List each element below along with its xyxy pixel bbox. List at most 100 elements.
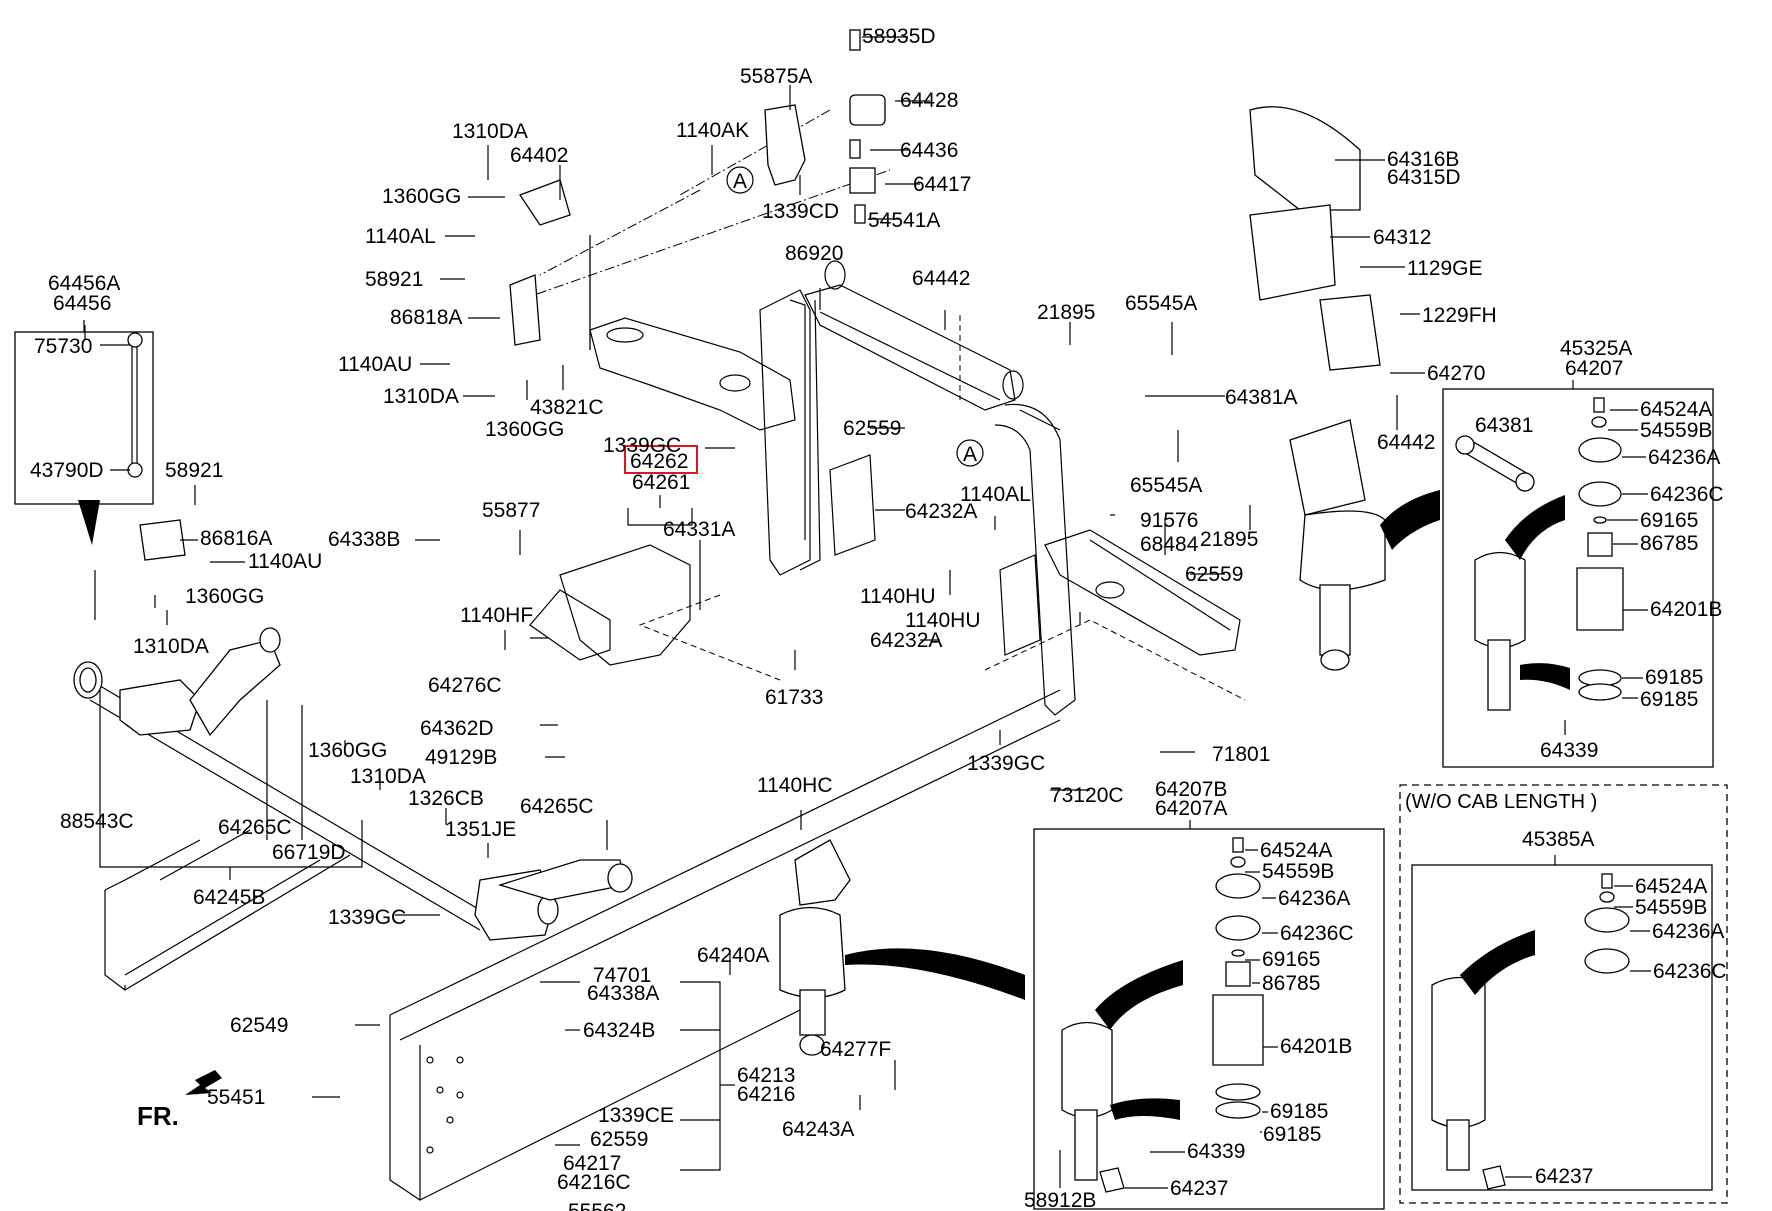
part-label[interactable]: 64216 bbox=[737, 1083, 795, 1106]
part-label[interactable]: 55875A bbox=[740, 65, 812, 88]
part-label[interactable]: 64236A bbox=[1648, 446, 1720, 469]
part-label[interactable]: 64265C bbox=[218, 816, 292, 839]
part-label[interactable]: 43790D bbox=[30, 459, 104, 482]
part-label[interactable]: 1339GC bbox=[967, 752, 1045, 775]
kit-header[interactable]: 64207A bbox=[1155, 797, 1227, 820]
part-label[interactable]: 43821C bbox=[530, 396, 604, 419]
part-label[interactable]: 64339 bbox=[1540, 739, 1598, 762]
part-label[interactable]: 54559B bbox=[1635, 896, 1707, 919]
part-label[interactable]: 64277F bbox=[820, 1038, 891, 1061]
part-label[interactable]: 1360GG bbox=[185, 585, 264, 608]
part-label[interactable]: 64524A bbox=[1640, 398, 1712, 421]
part-label[interactable]: 66719D bbox=[272, 841, 346, 864]
part-label[interactable]: 1140HF bbox=[460, 604, 533, 627]
part-label[interactable]: 64456 bbox=[53, 292, 111, 315]
part-label[interactable]: 61733 bbox=[765, 686, 823, 709]
part-label[interactable]: 64201B bbox=[1650, 598, 1722, 621]
part-label[interactable]: 64442 bbox=[912, 267, 970, 290]
part-label[interactable]: 64324B bbox=[583, 1019, 655, 1042]
part-label[interactable]: 64201B bbox=[1280, 1035, 1352, 1058]
part-label[interactable]: 1129GE bbox=[1407, 257, 1483, 280]
part-label[interactable]: 58921 bbox=[365, 268, 423, 291]
part-label[interactable]: 1229FH bbox=[1422, 304, 1497, 327]
part-label[interactable]: 58912B bbox=[1024, 1189, 1096, 1211]
part-label[interactable]: 1326CB bbox=[408, 787, 484, 810]
part-label[interactable]: 69185 bbox=[1270, 1100, 1328, 1123]
part-label[interactable]: 64232A bbox=[905, 500, 977, 523]
part-label[interactable]: 64240A bbox=[697, 944, 769, 967]
part-label[interactable]: 86920 bbox=[785, 242, 843, 265]
part-label[interactable]: 1351JE bbox=[445, 818, 516, 841]
kit-header[interactable]: 64207B bbox=[1155, 778, 1227, 801]
part-label[interactable]: 58921 bbox=[165, 459, 223, 482]
part-label[interactable]: 64232A bbox=[870, 629, 942, 652]
part-label[interactable]: 69165 bbox=[1262, 948, 1320, 971]
part-label[interactable]: 69165 bbox=[1640, 509, 1698, 532]
part-label[interactable]: 1140AL bbox=[960, 483, 1031, 506]
part-label[interactable]: 1339CD bbox=[762, 200, 839, 223]
kit-header[interactable]: 64207 bbox=[1565, 357, 1623, 380]
part-label[interactable]: 88543C bbox=[60, 810, 134, 833]
part-label[interactable]: 55451 bbox=[207, 1086, 265, 1109]
part-label[interactable]: 1360GG bbox=[308, 739, 387, 762]
part-label[interactable]: 64237 bbox=[1170, 1177, 1228, 1200]
part-label[interactable]: 1339GC bbox=[603, 434, 681, 457]
part-label[interactable]: 64331A bbox=[663, 518, 735, 541]
part-label[interactable]: 75730 bbox=[34, 335, 92, 358]
part-label[interactable]: 65545A bbox=[1125, 292, 1197, 315]
part-label[interactable]: 73120C bbox=[1050, 784, 1124, 807]
part-label[interactable]: 1310DA bbox=[452, 120, 528, 143]
part-label[interactable]: 62559 bbox=[843, 417, 901, 440]
part-label[interactable]: 1339GC bbox=[328, 906, 406, 929]
part-label[interactable]: 64315D bbox=[1387, 166, 1461, 189]
part-label[interactable]: 64276C bbox=[428, 674, 502, 697]
part-label[interactable]: 1140AK bbox=[676, 119, 749, 142]
part-label[interactable]: 86816A bbox=[200, 527, 272, 550]
part-label[interactable]: 86785 bbox=[1262, 972, 1320, 995]
part-label[interactable]: 65545A bbox=[1130, 474, 1202, 497]
part-label[interactable]: 64270 bbox=[1427, 362, 1485, 385]
part-label[interactable]: 64456A bbox=[48, 272, 120, 295]
part-label[interactable]: 64217 bbox=[563, 1152, 621, 1175]
kit-header[interactable]: 45325A bbox=[1560, 337, 1632, 360]
part-label[interactable]: 1310DA bbox=[383, 385, 459, 408]
part-label[interactable]: 86818A bbox=[390, 306, 462, 329]
part-label[interactable]: 1140AU bbox=[248, 550, 322, 573]
part-label[interactable]: 64524A bbox=[1635, 875, 1707, 898]
part-label[interactable]: 64339 bbox=[1187, 1140, 1245, 1163]
part-label[interactable]: 64213 bbox=[737, 1064, 795, 1087]
part-label[interactable]: 64245B bbox=[193, 886, 265, 909]
part-label[interactable]: 1360GG bbox=[485, 418, 564, 441]
part-label[interactable]: 1140AL bbox=[365, 225, 436, 248]
part-label[interactable]: 69185 bbox=[1645, 666, 1703, 689]
part-label[interactable]: 1140AU bbox=[338, 353, 412, 376]
part-label[interactable]: 86785 bbox=[1640, 532, 1698, 555]
part-label[interactable]: 64381A bbox=[1225, 386, 1297, 409]
part-label[interactable]: 64381 bbox=[1475, 414, 1533, 437]
part-label[interactable]: 64338A bbox=[587, 982, 659, 1005]
part-label[interactable]: 64261 bbox=[632, 471, 690, 494]
part-label[interactable]: 62559 bbox=[590, 1128, 648, 1151]
part-label[interactable]: 64312 bbox=[1373, 226, 1431, 249]
part-label[interactable]: 64237 bbox=[1535, 1165, 1593, 1188]
part-label[interactable]: 64417 bbox=[913, 173, 971, 196]
part-label[interactable]: 69185 bbox=[1640, 688, 1698, 711]
part-label[interactable]: 64402 bbox=[510, 144, 568, 167]
part-label[interactable]: 74701 bbox=[593, 964, 651, 987]
part-label[interactable]: 54541A bbox=[868, 209, 940, 232]
part-label[interactable]: 64265C bbox=[520, 795, 594, 818]
part-label[interactable]: 21895 bbox=[1037, 301, 1095, 324]
part-label[interactable]: 64262 bbox=[630, 450, 688, 473]
part-label[interactable]: 64243A bbox=[782, 1118, 854, 1141]
part-label[interactable]: 64338B bbox=[328, 528, 400, 551]
part-label[interactable]: 64442 bbox=[1377, 431, 1435, 454]
part-label[interactable]: 64236A bbox=[1652, 920, 1724, 943]
part-label[interactable]: 62559 bbox=[1185, 563, 1243, 586]
part-label[interactable]: 1339CE bbox=[598, 1104, 674, 1127]
part-label[interactable]: 64236C bbox=[1653, 960, 1727, 983]
part-label[interactable]: 49129B bbox=[425, 746, 497, 769]
kit-header[interactable]: 45385A bbox=[1522, 828, 1594, 851]
part-label[interactable]: 64428 bbox=[900, 89, 958, 112]
part-label[interactable]: 64236A bbox=[1278, 887, 1350, 910]
part-label[interactable]: 62549 bbox=[230, 1014, 288, 1037]
